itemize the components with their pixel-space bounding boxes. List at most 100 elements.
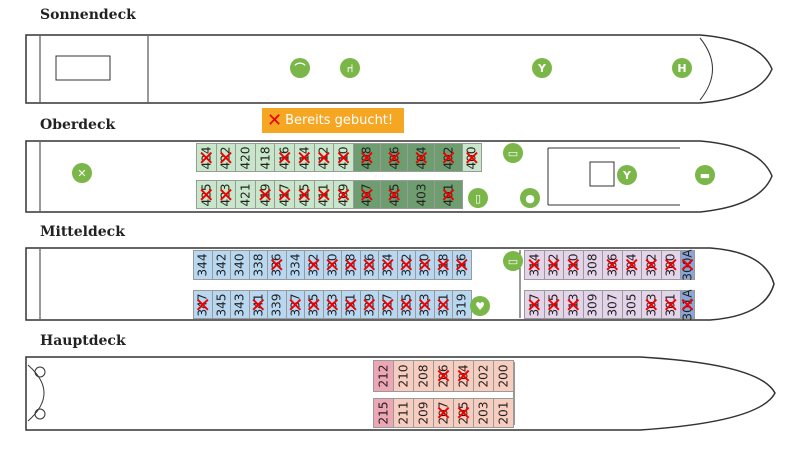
cabin-306[interactable]: 306: [602, 250, 623, 280]
cabin-331[interactable]: 331: [341, 290, 361, 319]
cabin-344[interactable]: 344: [193, 250, 213, 280]
cabin-337[interactable]: 337: [285, 290, 305, 319]
cabin-310[interactable]: 310: [563, 250, 584, 280]
cabin-number: 322: [399, 253, 414, 277]
cabin-318[interactable]: 318: [433, 250, 453, 280]
cabin-401[interactable]: 401: [434, 180, 463, 209]
cabin-414[interactable]: 414: [294, 143, 315, 172]
cabin-423[interactable]: 423: [215, 180, 237, 209]
cabin-404[interactable]: 404: [407, 143, 436, 172]
cabin-201[interactable]: 201: [493, 398, 514, 428]
cabin-number: 347: [195, 293, 210, 316]
cabin-203[interactable]: 203: [473, 398, 494, 428]
cabin-421[interactable]: 421: [235, 180, 256, 209]
cabin-205[interactable]: 205: [453, 398, 474, 428]
cabin-322[interactable]: 322: [396, 250, 416, 280]
cabin-340[interactable]: 340: [230, 250, 250, 280]
cabin-302[interactable]: 302: [641, 250, 662, 280]
cabin-341[interactable]: 341: [248, 290, 268, 319]
cabin-300[interactable]: 300: [660, 250, 681, 280]
cabin-327[interactable]: 327: [378, 290, 398, 319]
cabin-415[interactable]: 415: [294, 180, 315, 209]
cabin-317[interactable]: 317: [524, 290, 545, 319]
cabin-339[interactable]: 339: [267, 290, 287, 319]
cabin-315[interactable]: 315: [543, 290, 564, 319]
cabin-number: 333: [325, 293, 340, 316]
cabin-412[interactable]: 412: [313, 143, 335, 172]
cabin-325[interactable]: 325: [396, 290, 416, 319]
cabin-number: 407: [359, 183, 374, 206]
cabin-211[interactable]: 211: [393, 398, 414, 428]
cabin-300A[interactable]: 300A: [679, 249, 696, 280]
cabin-336[interactable]: 336: [267, 250, 287, 280]
cabin-323[interactable]: 323: [415, 290, 435, 319]
cabin-334[interactable]: 334: [285, 250, 305, 280]
cabin-321[interactable]: 321: [433, 290, 453, 319]
cabin-215[interactable]: 215: [373, 398, 394, 428]
cabin-329[interactable]: 329: [359, 290, 379, 319]
cabin-407[interactable]: 407: [352, 180, 381, 209]
elevator-icon: ▭: [503, 251, 523, 271]
cabin-326[interactable]: 326: [359, 250, 379, 280]
cabin-313[interactable]: 313: [563, 290, 584, 319]
cabin-422[interactable]: 422: [215, 143, 237, 172]
cabin-343[interactable]: 343: [230, 290, 250, 319]
cabin-333[interactable]: 333: [322, 290, 342, 319]
cabin-424[interactable]: 424: [196, 143, 217, 172]
cabin-338[interactable]: 338: [248, 250, 268, 280]
cabin-411[interactable]: 411: [313, 180, 335, 209]
cabin-206[interactable]: 206: [433, 360, 454, 392]
cabin-200[interactable]: 200: [493, 360, 514, 392]
cabin-209[interactable]: 209: [413, 398, 434, 428]
cabin-212[interactable]: 212: [373, 360, 394, 392]
cabin-400[interactable]: 400: [461, 143, 483, 172]
cabin-301[interactable]: 301: [660, 290, 681, 319]
cabin-408[interactable]: 408: [352, 143, 381, 172]
cabin-405[interactable]: 405: [380, 180, 409, 209]
cabin-319[interactable]: 319: [452, 290, 472, 319]
cabin-304[interactable]: 304: [621, 250, 642, 280]
cabin-number: 418: [258, 146, 273, 169]
cabin-425[interactable]: 425: [196, 180, 217, 209]
cabin-409[interactable]: 409: [333, 180, 354, 209]
cabin-208[interactable]: 208: [413, 360, 434, 392]
cabin-420[interactable]: 420: [235, 143, 256, 172]
cabin-416[interactable]: 416: [274, 143, 295, 172]
legend-booked: ✕ Bereits gebucht!: [262, 108, 404, 133]
cabin-345[interactable]: 345: [211, 290, 231, 319]
cabin-309[interactable]: 309: [582, 290, 603, 319]
cabin-202[interactable]: 202: [473, 360, 494, 392]
cabin-305[interactable]: 305: [621, 290, 642, 319]
cabin-303[interactable]: 303: [641, 290, 662, 319]
cabin-number: 305: [624, 293, 639, 316]
cabin-204[interactable]: 204: [453, 360, 474, 392]
cabin-410[interactable]: 410: [333, 143, 354, 172]
cabin-307[interactable]: 307: [602, 290, 623, 319]
cabin-320[interactable]: 320: [415, 250, 435, 280]
cabin-308[interactable]: 308: [582, 250, 603, 280]
cabin-number: 319: [454, 293, 469, 316]
cabin-314[interactable]: 314: [524, 250, 545, 280]
cabin-418[interactable]: 418: [254, 143, 276, 172]
cabin-number: 335: [306, 293, 321, 316]
cabin-number: 336: [269, 253, 284, 277]
cabin-328[interactable]: 328: [341, 250, 361, 280]
cabin-312[interactable]: 312: [543, 250, 564, 280]
cabin-403[interactable]: 403: [407, 180, 436, 209]
cabin-347[interactable]: 347: [193, 290, 213, 319]
cabin-332[interactable]: 332: [304, 250, 324, 280]
cabin-342[interactable]: 342: [211, 250, 231, 280]
cabin-406[interactable]: 406: [380, 143, 409, 172]
cabin-402[interactable]: 402: [434, 143, 463, 172]
cabin-316[interactable]: 316: [452, 250, 472, 280]
cabin-207[interactable]: 207: [433, 398, 454, 428]
cabin-number: 202: [476, 364, 491, 388]
cabin-419[interactable]: 419: [254, 180, 276, 209]
cabin-324[interactable]: 324: [378, 250, 398, 280]
cabin-417[interactable]: 417: [274, 180, 295, 209]
cabin-301A[interactable]: 301A: [679, 289, 696, 320]
cabin-number: 327: [380, 293, 395, 316]
cabin-210[interactable]: 210: [393, 360, 414, 392]
cabin-335[interactable]: 335: [304, 290, 324, 319]
cabin-330[interactable]: 330: [322, 250, 342, 280]
